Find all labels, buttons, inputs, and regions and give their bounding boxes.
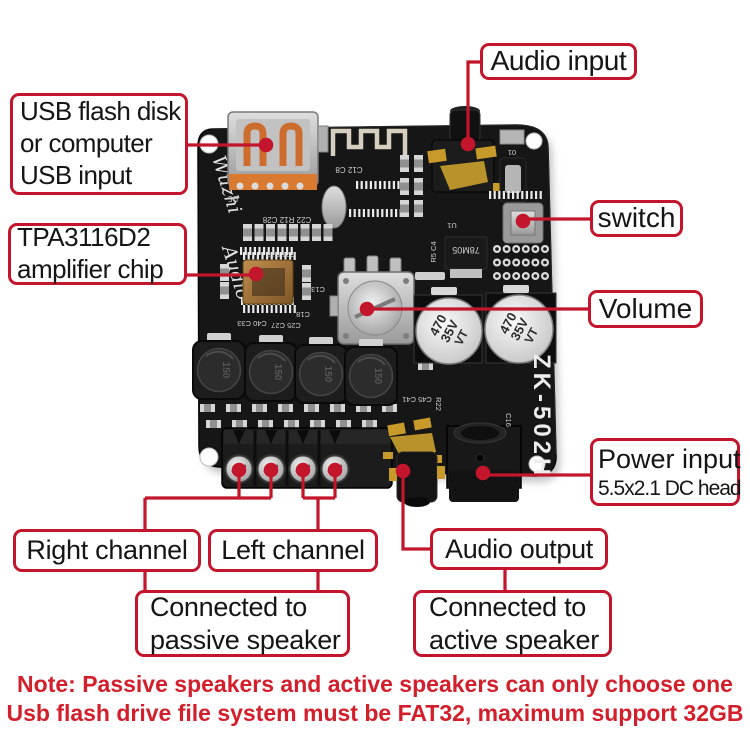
svg-text:150: 150: [322, 366, 333, 383]
svg-text:C40 C33: C40 C33: [237, 319, 267, 328]
callout-text: or computer: [20, 128, 153, 159]
note-text: Note: Passive speakers and active speake…: [0, 670, 750, 728]
callout-text: Audio input: [490, 45, 627, 77]
model-text: ZK-502H: [528, 354, 555, 479]
svg-text:C26 R13: C26 R13: [266, 250, 296, 259]
note-line-2: Usb flash drive file system must be FAT3…: [6, 699, 744, 726]
callout-text: TPA3116D2: [17, 222, 151, 253]
callout-passive-speaker: Connected to passive speaker: [135, 590, 350, 657]
silkscreen-text: C22 R12 C28 C26 R13 C13 C18 C25 C27 C40 …: [227, 148, 516, 427]
svg-text:C45 C41: C45 C41: [402, 395, 432, 404]
svg-text:150: 150: [220, 362, 231, 379]
svg-text:78M05: 78M05: [452, 245, 480, 255]
callout-text: Audio output: [444, 533, 594, 564]
speaker-terminal-block: [221, 427, 393, 489]
callout-usb-input: USB flash disk or computer USB input: [10, 93, 188, 195]
callout-text: active speaker: [429, 624, 599, 655]
callout-text: Volume: [598, 292, 693, 324]
svg-text:150: 150: [372, 368, 383, 385]
callout-switch: switch: [590, 200, 683, 237]
svg-text:VT: VT: [522, 325, 542, 346]
transistor-d4: [499, 129, 527, 203]
svg-text:U1: U1: [447, 221, 457, 230]
callout-amplifier-chip: TPA3116D2 amplifier chip: [8, 222, 187, 285]
callout-text: passive speaker: [150, 624, 341, 655]
callout-text: USB input: [20, 159, 132, 190]
callout-audio-output: Audio output: [430, 528, 608, 570]
callout-power-input: Power input 5.5x2.1 DC head: [590, 438, 742, 506]
audio-input-jack: [427, 106, 507, 193]
callout-text: Left channel: [221, 535, 365, 566]
svg-text:C13: C13: [311, 285, 325, 294]
bluetooth-antenna-icon: [330, 128, 408, 156]
usb-port: [227, 111, 329, 190]
callout-lines: [143, 60, 590, 590]
voltage-regulator: 78M05: [415, 236, 488, 280]
callout-text: 5.5x2.1 DC head: [598, 476, 742, 500]
output-inductors: 150 150 150 150: [192, 333, 398, 406]
callout-right-channel: Right channel: [13, 529, 201, 572]
svg-text:150: 150: [272, 364, 283, 381]
callout-text: Connected to: [429, 591, 587, 622]
svg-text:C22 R12 C28: C22 R12 C28: [262, 215, 311, 224]
dc-power-jack: [446, 422, 522, 502]
svg-text:01: 01: [508, 148, 516, 157]
svg-text:C18: C18: [296, 310, 310, 319]
callout-text: Connected to: [150, 591, 308, 622]
svg-text:C16: C16: [504, 413, 513, 427]
note-line-1: Note: Passive speakers and active speake…: [17, 671, 733, 697]
callout-left-channel: Left channel: [208, 529, 378, 572]
callout-dots: [231, 136, 531, 481]
crystal-oscillator: [321, 185, 347, 229]
callout-audio-input: Audio input: [480, 43, 637, 80]
svg-text:R5 C4: R5 C4: [429, 241, 438, 262]
callout-text: Right channel: [26, 535, 188, 566]
callout-text: amplifier chip: [17, 254, 164, 284]
svg-text:D5: D5: [227, 194, 238, 203]
callout-text: Power input: [598, 443, 741, 474]
svg-text:C12 C8: C12 C8: [335, 165, 363, 174]
svg-text:R22: R22: [434, 397, 443, 411]
audio-output-jack: [383, 417, 445, 507]
callout-volume: Volume: [588, 290, 703, 328]
svg-text:VT: VT: [452, 327, 472, 348]
callout-text: switch: [597, 202, 676, 234]
callout-text: USB flash disk: [20, 96, 181, 127]
callout-active-speaker: Connected to active speaker: [413, 590, 612, 657]
filter-capacitors: 470 35V VT 470 35V VT: [413, 285, 557, 365]
svg-text:C25 C27: C25 C27: [271, 321, 301, 330]
amplifier-chip: [242, 252, 296, 313]
